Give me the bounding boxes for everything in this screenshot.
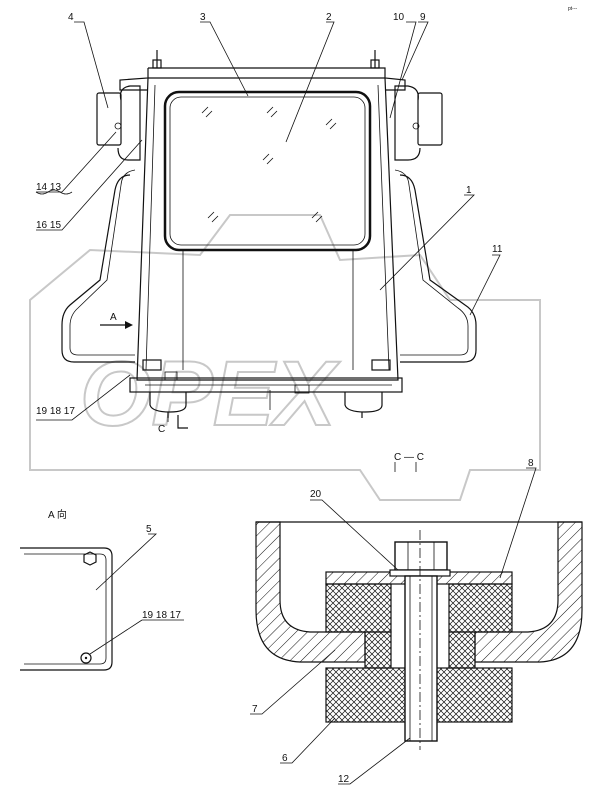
watermark-text: OPEX: [80, 343, 340, 445]
callout-labels: 4 3 2 10 9 1 11 14 13 16 15 19 18 17 A C…: [36, 12, 534, 785]
callout-5: 5: [146, 524, 152, 535]
view-a-arrow: [100, 321, 133, 329]
handrail: [61, 169, 477, 363]
section-c-label: C: [158, 424, 165, 435]
callout-20: 20: [310, 489, 322, 500]
view-a-detail: [20, 533, 184, 671]
callout-3: 3: [200, 12, 206, 23]
callout-4: 4: [68, 12, 74, 23]
callout-7: 7: [252, 704, 258, 715]
cab-front-view: [119, 50, 406, 418]
callout-10: 10: [393, 12, 405, 23]
callout-19-18-17: 19 18 17: [36, 406, 75, 417]
callout-12: 12: [338, 774, 350, 785]
callout-8: 8: [528, 458, 534, 469]
right-mirror: [394, 85, 443, 161]
view-a-marker: A: [110, 312, 117, 323]
callout-2: 2: [326, 12, 332, 23]
left-mirror: [96, 85, 141, 161]
section-c-c: [250, 462, 583, 785]
callout-11: 11: [492, 244, 503, 255]
callout-6: 6: [282, 753, 288, 764]
section-c-marker: [167, 412, 188, 429]
callout-9: 9: [420, 12, 426, 23]
leader-lines-front: [35, 21, 501, 421]
callout-14-13: 14 13: [36, 182, 61, 193]
callout-19-18-17-b: 19 18 17: [142, 610, 181, 621]
watermark-gear: [29, 214, 541, 501]
corner-mark: pt---: [568, 6, 578, 12]
view-a-title: A 向: [48, 508, 67, 521]
callout-16-15: 16 15: [36, 220, 61, 231]
callout-1: 1: [466, 185, 472, 196]
section-c-c-title: C — C: [394, 452, 424, 463]
